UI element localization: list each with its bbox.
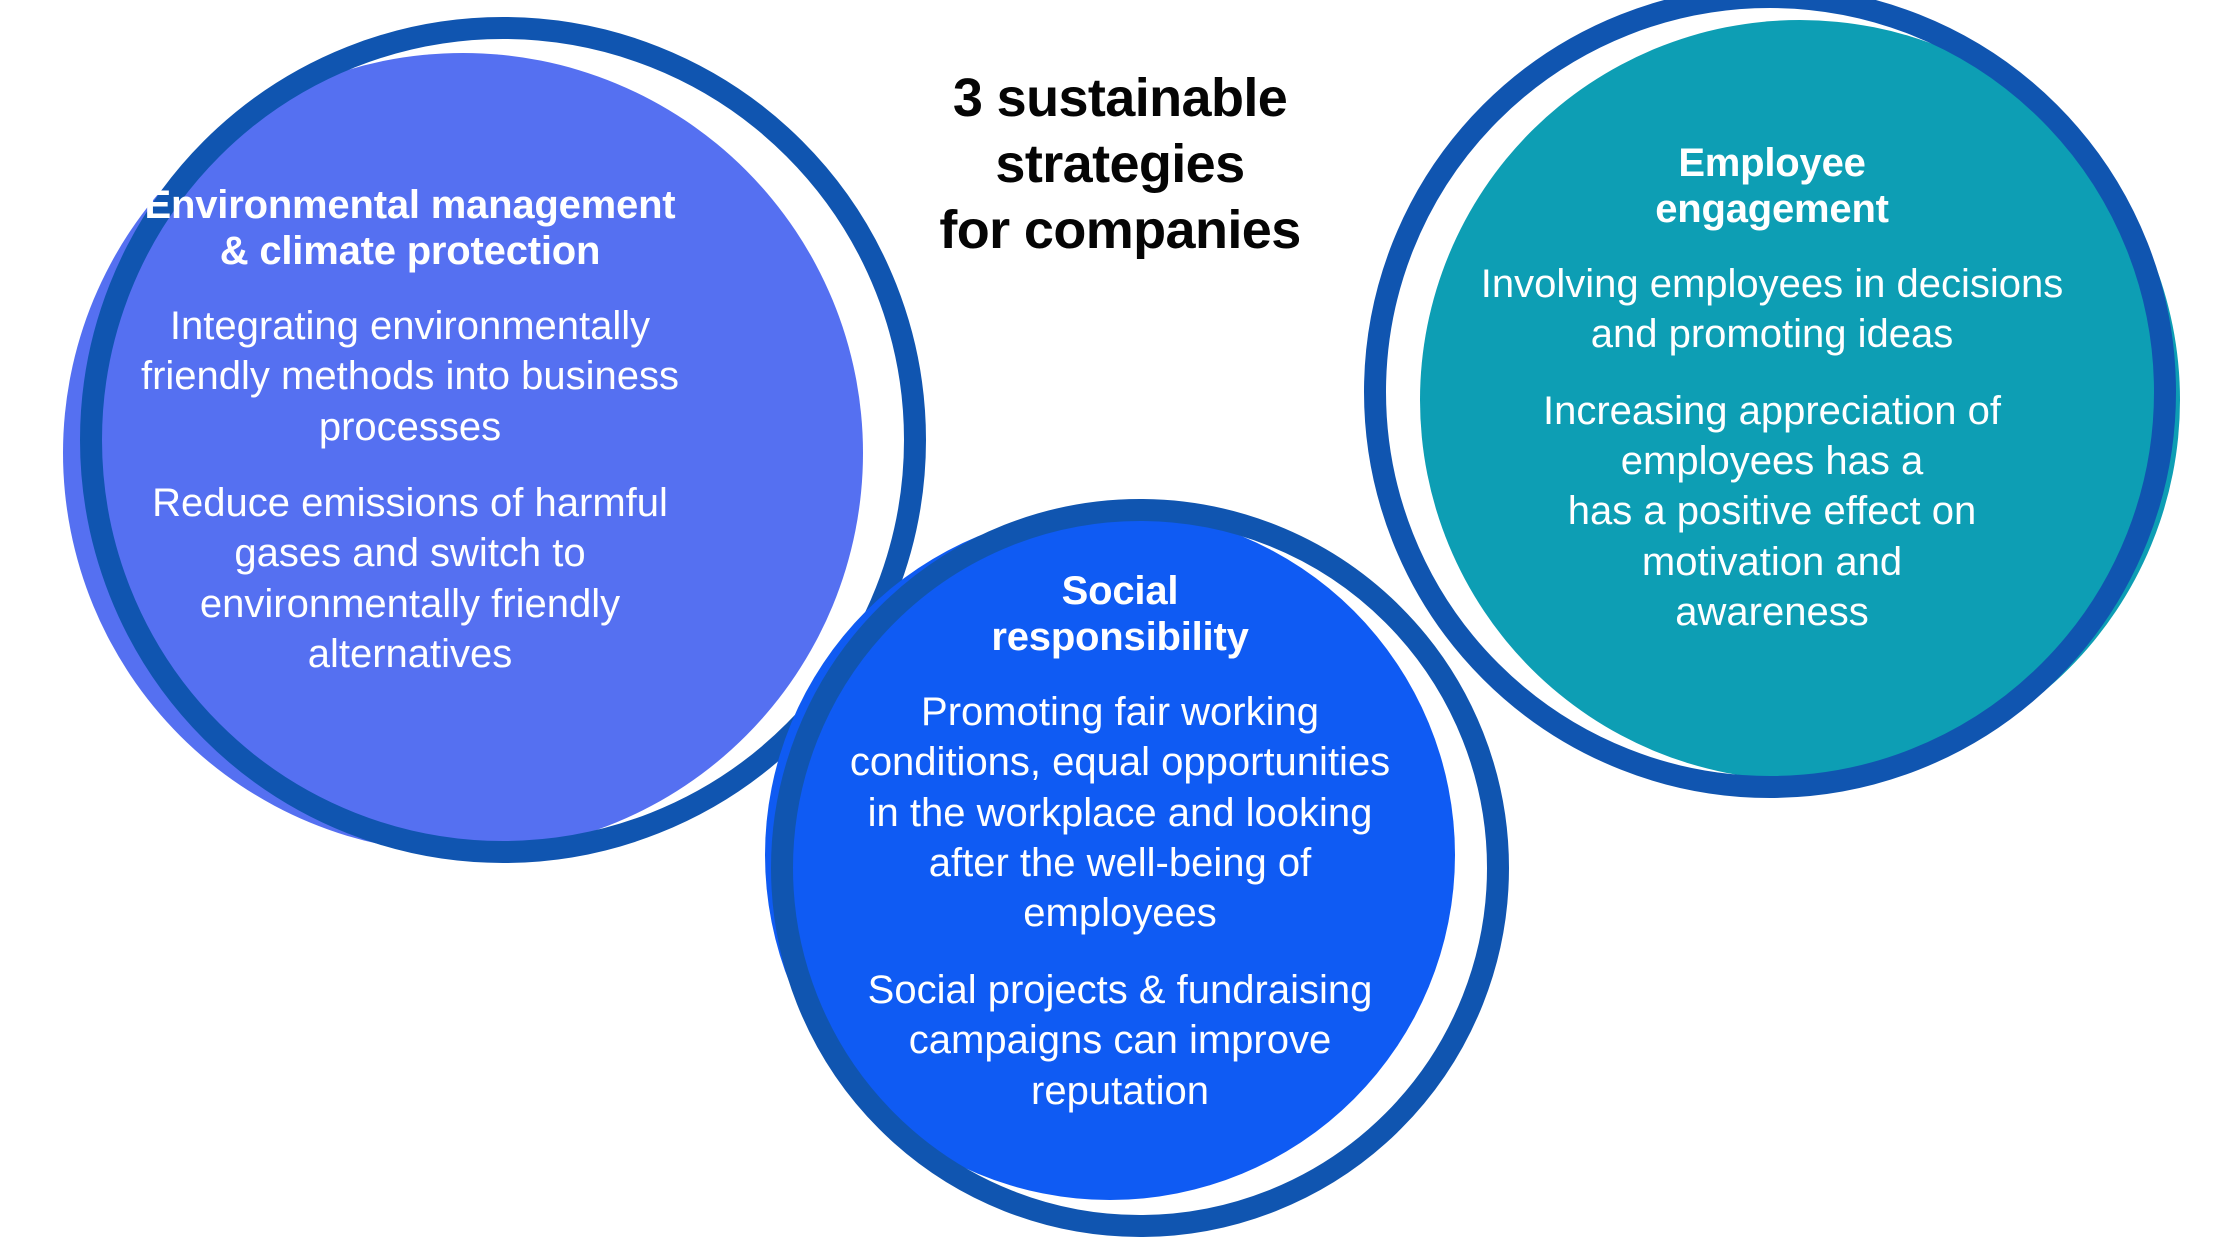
social-card-paragraph-2: Social projects & fundraising campaigns … xyxy=(867,967,1373,1113)
environmental-card-text: Environmental management & climate prote… xyxy=(86,182,734,680)
employee-card-title: Employee engagement xyxy=(1655,141,1889,232)
employee-card-paragraph-1: Involving employees in decisions and pro… xyxy=(1480,261,2064,357)
environmental-circle-fill xyxy=(63,53,863,853)
environmental-card-title: Environmental management & climate prote… xyxy=(144,183,676,274)
social-circle-ring xyxy=(771,499,1509,1237)
employee-circle-fill xyxy=(1420,20,2180,780)
environmental-card-paragraph-2: Reduce emissions of harmful gases and sw… xyxy=(152,480,668,677)
employee-circle-ring xyxy=(1364,0,2176,798)
social-card-title: Social responsibility xyxy=(991,569,1249,660)
social-card-paragraph-1: Promoting fair working conditions, equal… xyxy=(849,689,1391,936)
employee-card-paragraph-2: Increasing appreciation of employees has… xyxy=(1542,388,2002,635)
environmental-card-paragraph-1: Integrating environmentally friendly met… xyxy=(140,303,680,449)
social-card-text: Social responsibility Promoting fair wor… xyxy=(810,568,1430,1116)
page-title: 3 sustainable strategies for companies xyxy=(939,68,1301,260)
employee-card-text: Employee engagement Involving employees … xyxy=(1452,140,2092,638)
environmental-circle-ring xyxy=(80,17,926,863)
social-circle-fill xyxy=(765,510,1455,1200)
